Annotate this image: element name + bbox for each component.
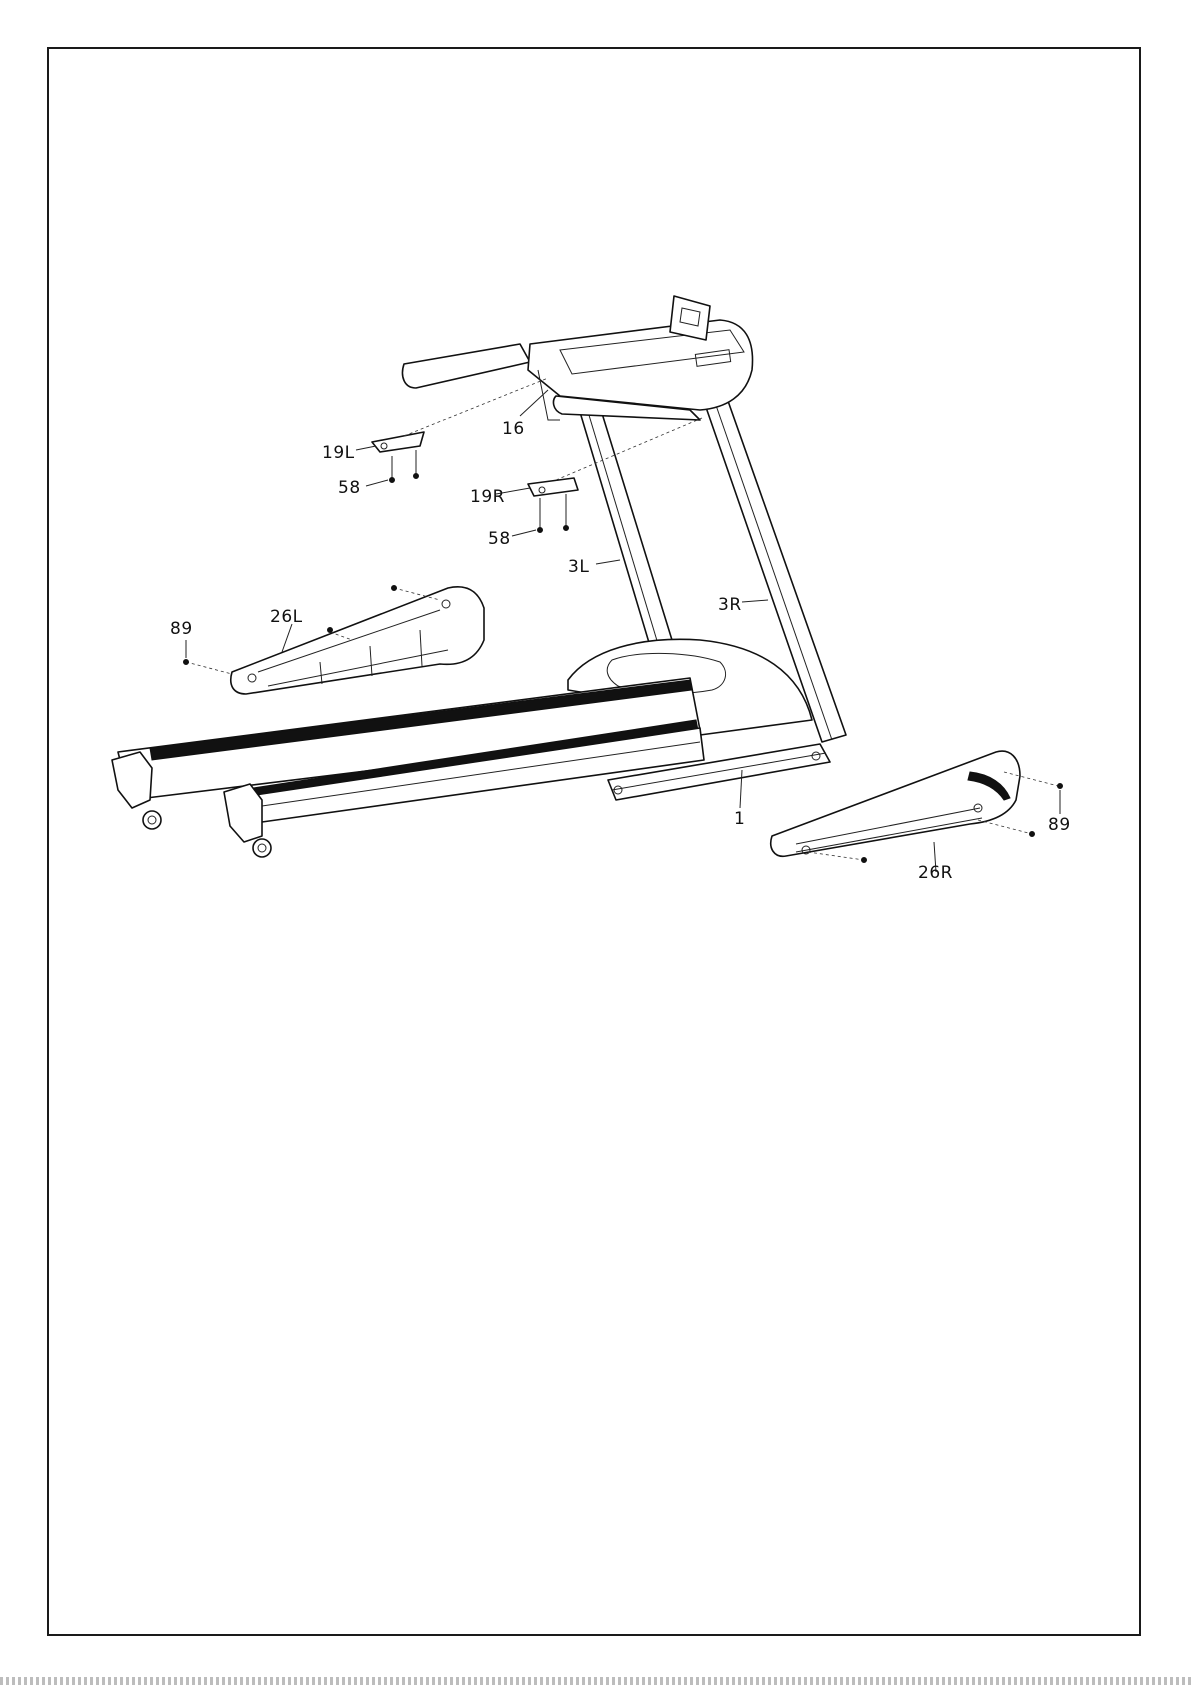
callout-89-left: 89 <box>170 619 193 639</box>
side-cover-26l <box>231 587 484 694</box>
screws-58-right <box>538 494 569 533</box>
callout-89-right: 89 <box>1048 815 1071 835</box>
scan-edge-strip <box>0 1677 1192 1685</box>
bracket-19l <box>372 432 424 452</box>
callout-26l: 26L <box>270 607 303 627</box>
callout-3r: 3R <box>718 595 742 615</box>
callout-58-right: 58 <box>488 529 511 549</box>
side-cover-26r <box>771 751 1020 856</box>
callout-58-left: 58 <box>338 478 361 498</box>
callout-1: 1 <box>734 809 745 829</box>
screws-58-left <box>390 450 419 483</box>
callout-16: 16 <box>502 419 525 439</box>
callout-19l: 19L <box>322 443 355 463</box>
callout-19r: 19R <box>470 487 505 507</box>
callout-26r: 26R <box>918 863 953 883</box>
console-16 <box>403 296 753 420</box>
bracket-19r <box>528 478 578 496</box>
callout-3l: 3L <box>568 557 589 577</box>
